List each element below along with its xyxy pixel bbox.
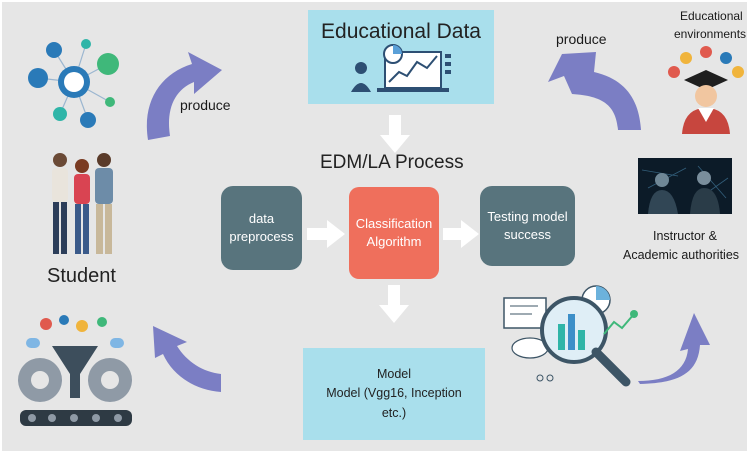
cycle-arrow-icon-top-right (548, 52, 641, 130)
educational-environments-line2: environments (674, 27, 747, 41)
cycle-arrow-icon-bottom-left (153, 326, 221, 392)
analytics-magnifier-icon (503, 285, 638, 387)
model-line3: etc.) (381, 405, 407, 420)
cycle-arrow-icon-bottom-right (638, 313, 710, 384)
data-dashboard-icon (351, 44, 451, 92)
process-title: EDM/LA Process (320, 152, 464, 173)
testing-line1: Testing model (487, 209, 568, 225)
data-preprocess-line1: data (248, 211, 275, 227)
instructor-line1: Instructor & (653, 229, 717, 243)
network-hub-icon (28, 39, 119, 128)
classification-line1: Classification (355, 216, 433, 232)
down-arrow-icon-bottom (379, 285, 409, 323)
right-arrow-icon-1 (307, 220, 345, 248)
cycle-arrow-icon-top-left (146, 52, 222, 140)
testing-line2: success (504, 227, 551, 242)
model-line1: Model (376, 366, 412, 381)
right-arrow-icon-2 (443, 220, 479, 248)
educational-environments-line1: Educational (680, 9, 743, 23)
model-box: Model Model (Vgg16, Inception etc.) (303, 348, 485, 440)
down-arrow-icon-top (380, 115, 410, 153)
graduate-icon (668, 46, 744, 134)
produce-label-right: produce (556, 31, 607, 47)
data-preprocess-line2: preprocess (229, 229, 294, 244)
data-funnel-gears-icon (18, 315, 132, 426)
model-line2: Model (Vgg16, Inception (326, 386, 462, 401)
educational-data-title: Educational Data (321, 20, 481, 43)
student-label: Student (47, 265, 116, 287)
instructor-line2: Academic authorities (623, 248, 740, 262)
produce-label-left: produce (180, 97, 231, 113)
classification-line2: Algorithm (366, 234, 422, 249)
testing-model-box: Testing model success (480, 186, 575, 266)
instructor-photo (638, 158, 732, 214)
classification-algorithm-box: Classification Algorithm (349, 187, 439, 279)
data-preprocess-box: data preprocess (221, 186, 302, 270)
students-icon (52, 153, 113, 254)
